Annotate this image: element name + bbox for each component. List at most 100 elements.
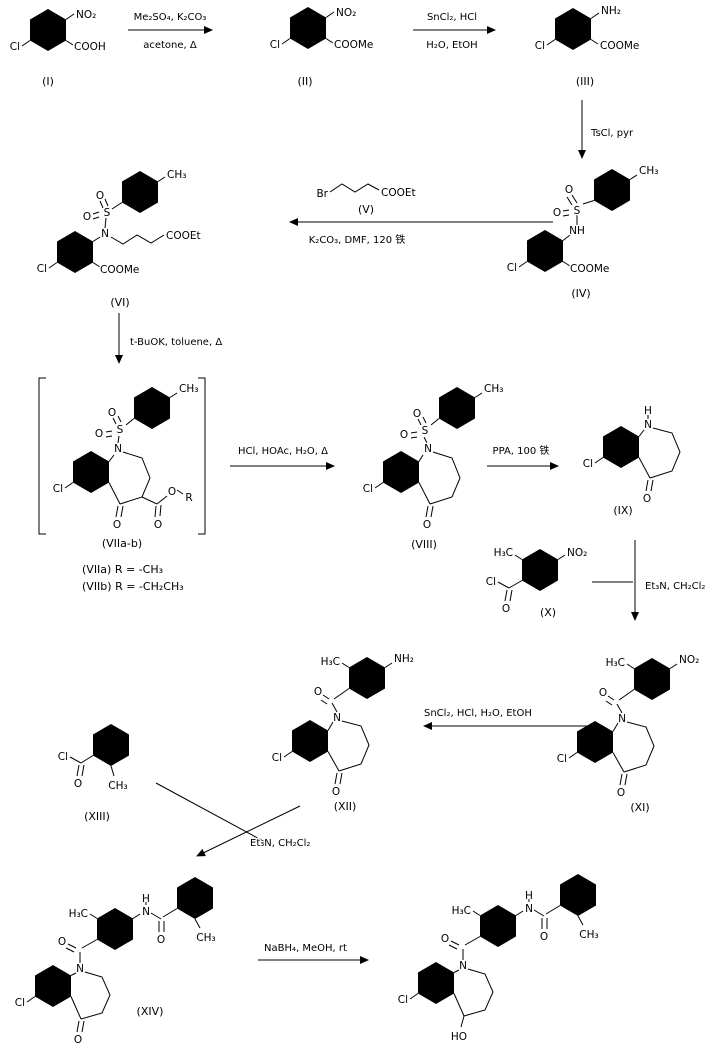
bonds [48, 171, 166, 273]
compound-id: (XIII) [84, 810, 110, 823]
tolyl-ring [177, 877, 213, 919]
ketone-o-label: O [332, 786, 340, 798]
arrow-step-3: TsCl, pyr [578, 100, 635, 159]
methyl2-label: CH₃ [579, 929, 598, 941]
reagent-label: Et₃N, CH₂Cl₂ [250, 838, 310, 849]
cl-label: Cl [486, 576, 496, 588]
cl-label: Cl [557, 753, 567, 765]
arrow-step-8: Et₃N, CH₂Cl₂ [592, 540, 707, 621]
sulfonyl-o-label: O [95, 428, 103, 440]
reagent-below: H₂O, EtOH [426, 40, 477, 51]
bonds [497, 549, 566, 602]
reagent-above: SnCl₂, HCl, H₂O, EtOH [424, 708, 532, 719]
arrow-step-6: HCl, HOAc, H₂O, Δ [230, 445, 335, 470]
sulfonyl-o-label: O [565, 184, 573, 196]
n-label: N [618, 713, 626, 725]
benzo-ring [35, 965, 71, 1007]
compound-viia-b: CH₃ O O S N Cl O O O R (VIIa-b) (VIIa) R… [38, 377, 206, 594]
compound-ii: NO₂ COOMe Cl (II) [268, 6, 374, 90]
benzene-ring [527, 230, 563, 272]
variant-a: (VIIa) R = -CH₃ [82, 563, 163, 576]
compound-viii: CH₃ O O S N Cl O (VIII) [361, 382, 504, 553]
ketone-o-label: O [643, 493, 651, 505]
amine-label: NH₂ [601, 5, 621, 17]
ester-label: COOMe [334, 39, 373, 51]
reagent-below: acetone, Δ [143, 40, 197, 51]
ester-label: COOMe [600, 40, 639, 52]
arrow-step-9: SnCl₂, HCl, H₂O, EtOH [423, 707, 590, 730]
compound-i: NO₂ COOH Cl (I) [8, 8, 107, 90]
arrow-step-10: Et₃N, CH₂Cl₂ [155, 782, 312, 857]
bonds [374, 387, 483, 518]
reagent-label: t-BuOK, toluene, Δ [130, 337, 222, 348]
methyl-label: H₃C [494, 547, 513, 559]
amide-o-label: O [441, 933, 449, 945]
right-bracket [198, 377, 206, 535]
compound-iii: NH₂ COOMe Cl (III) [533, 4, 640, 90]
compound-id: (I) [42, 75, 54, 88]
tolyl-ring [439, 387, 475, 429]
compound-id: (X) [540, 606, 556, 619]
acyl-o-label: O [502, 603, 510, 615]
tolyl-ring [560, 874, 596, 916]
variant-b: (VIIb) R = -CH₂CH₃ [82, 580, 184, 593]
tolyl-ring [122, 171, 158, 213]
reagent-above: SnCl₂, HCl [427, 12, 477, 23]
compound-id: (VIII) [411, 538, 437, 551]
benzene-ring [290, 7, 326, 49]
methyl-label: H₃C [321, 656, 340, 668]
reaction-arrow [196, 805, 301, 857]
benzene-ring [57, 231, 93, 273]
acyl-aryl-ring [634, 658, 670, 700]
compound-id: (XI) [630, 801, 649, 814]
compound-x: H₃C NO₂ Cl O (X) [484, 546, 588, 621]
benzo-ring [603, 426, 639, 468]
chain-ester-label: COOEt [166, 230, 201, 242]
compound-iv: CH₃ O O S NH COOMe Cl (IV) [505, 164, 659, 302]
nh-h-label: H [142, 893, 150, 905]
bonds [518, 169, 638, 272]
nh-n-label: N [142, 906, 150, 918]
compound-xii: H₃C NH₂ O N Cl O (XII) [270, 652, 415, 815]
cl-label: Cl [10, 41, 20, 53]
arrow-step-7: PPA, 100 铁 [487, 443, 559, 470]
compound-xiv: H₃C H N O CH₃ O N Cl O (XIV) [13, 877, 217, 1046]
reagent-label: TsCl, pyr [590, 128, 634, 139]
arrow-step-1: Me₂SO₄, K₂CO₃ acetone, Δ [128, 11, 213, 52]
sulfur-label: S [574, 205, 581, 217]
arrow-step-11: NaBH₄, MeOH, rt [258, 942, 369, 964]
acid-label: COOH [74, 41, 106, 53]
amide-o-label: O [58, 936, 66, 948]
tolyl-ring [134, 387, 170, 429]
benzo-ring [383, 451, 419, 493]
r-group-label: R [185, 492, 192, 504]
n-label: N [644, 419, 652, 431]
arrow-step-2: SnCl₂, HCl H₂O, EtOH [413, 11, 496, 52]
compound-xi: H₃C NO₂ O N Cl O (XI) [555, 653, 700, 816]
sulfonyl-o-label: O [96, 190, 104, 202]
cl-label: Cl [272, 752, 282, 764]
bonds [26, 877, 213, 1033]
methyl-label: H₃C [452, 905, 471, 917]
nh-h-label: H [644, 405, 652, 417]
reagent-label: Et₃N, CH₂Cl₂ [645, 581, 705, 592]
nh-h-label: H [525, 890, 533, 902]
amide2-o-label: O [157, 934, 165, 946]
bonds [594, 415, 681, 492]
sulfonyl-o-label: O [83, 211, 91, 223]
compound-id: (V) [358, 203, 374, 216]
compound-id: (VI) [110, 296, 129, 309]
n-label: N [424, 443, 432, 455]
benzo-ring [577, 721, 613, 763]
amine-label: NH₂ [394, 653, 414, 665]
cl-label: Cl [270, 39, 280, 51]
compound-id: (II) [297, 75, 312, 88]
sulfonyl-o-label: O [553, 207, 561, 219]
cl-label: Cl [15, 997, 25, 1009]
ketone-o-label: O [74, 1034, 82, 1046]
arrow-step-5: t-BuOK, toluene, Δ [115, 313, 224, 364]
sulfonyl-o-label: O [108, 407, 116, 419]
cl-label: Cl [507, 262, 517, 274]
